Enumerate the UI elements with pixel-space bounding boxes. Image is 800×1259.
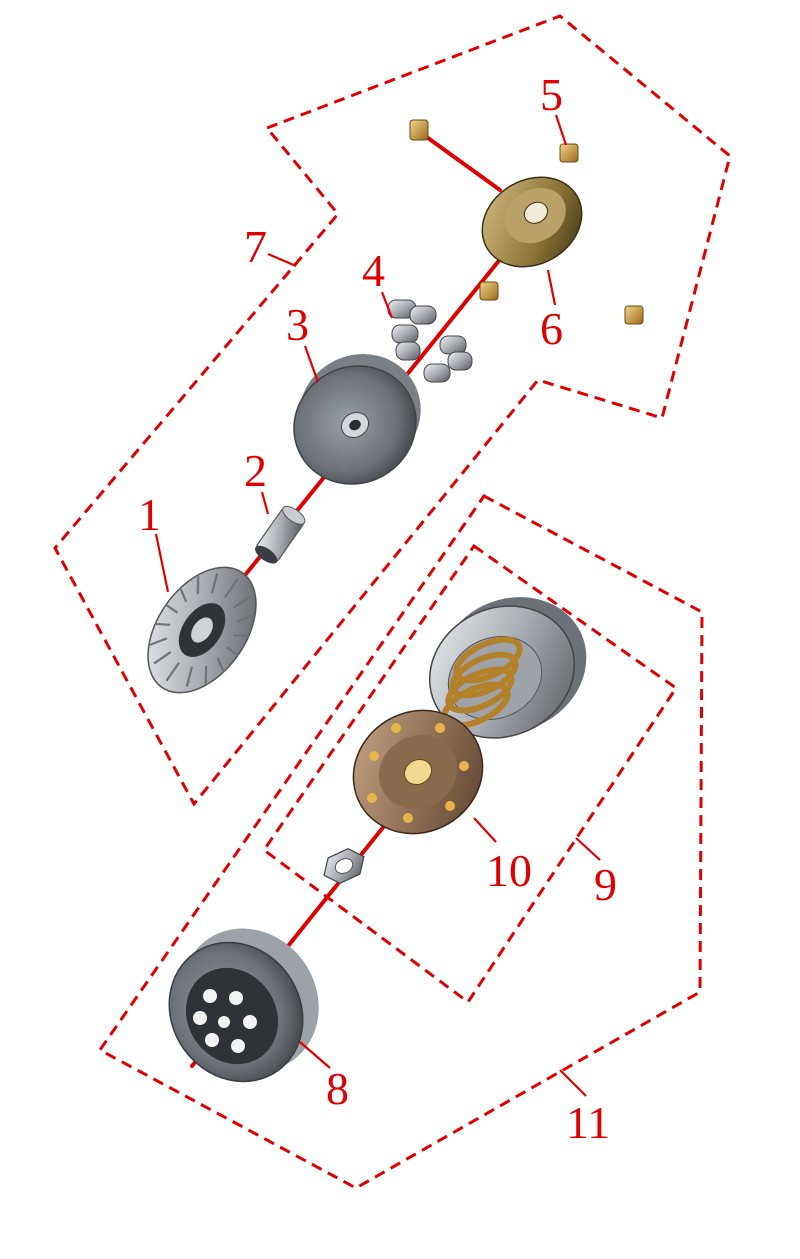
callout-2: 2	[244, 445, 267, 496]
part-fan	[147, 566, 257, 694]
group-outline-7	[53, 14, 732, 807]
callout-4: 4	[362, 245, 385, 296]
part-roller-weights	[387, 299, 473, 383]
part-sliders	[409, 119, 644, 325]
callout-10: 10	[486, 845, 532, 896]
callout-11: 11	[566, 1097, 610, 1148]
callout-6: 6	[540, 303, 563, 354]
callout-9: 9	[594, 859, 617, 910]
part-driven-pulley	[428, 597, 587, 739]
callout-1: 1	[138, 489, 161, 540]
part-drive-face	[293, 354, 421, 485]
part-nut	[323, 847, 365, 885]
callout-5: 5	[540, 69, 563, 120]
part-clutch-shoes	[352, 709, 484, 835]
leader-lines	[154, 114, 601, 1097]
part-clutch-bell	[168, 928, 319, 1083]
axis-line-weights	[426, 136, 502, 192]
callout-8: 8	[326, 1063, 349, 1114]
part-bushing	[255, 505, 306, 564]
part-ramp-plate	[481, 176, 583, 268]
group-outline-11	[97, 494, 704, 1190]
group-outline-9	[261, 543, 679, 1005]
callout-7: 7	[244, 221, 267, 272]
callout-3: 3	[286, 299, 309, 350]
